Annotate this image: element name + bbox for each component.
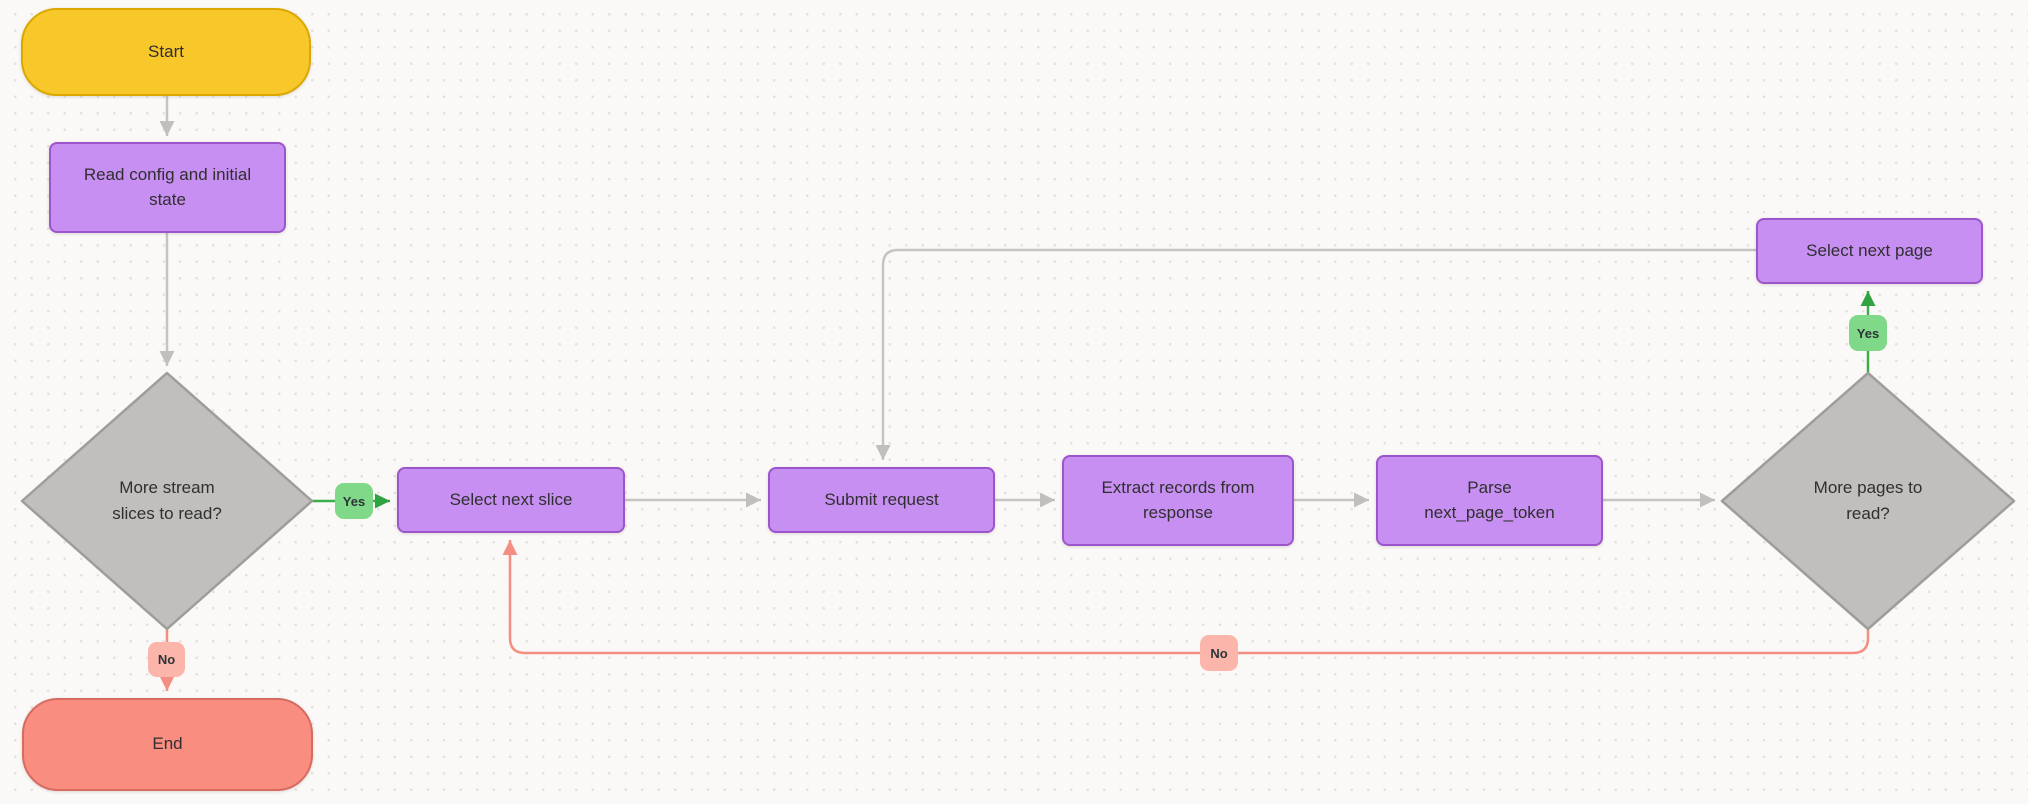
node-select-next-slice[interactable]: Select next slice [397,467,625,533]
edge-more-pages-no-to-select-next-slice[interactable] [502,540,1870,655]
label-line: slices to read? [112,504,222,523]
node-label: Select next slice [449,489,573,509]
edge-label-no-slices[interactable]: No [148,642,185,677]
edge-label-yes-pages[interactable]: Yes [1849,315,1887,351]
label-line: Parse [1467,477,1512,497]
edge-label-yes-slices[interactable]: Yes [335,483,373,519]
label-line: More stream [119,478,215,497]
edge-label-no-pages[interactable]: No [1200,635,1238,671]
node-read-config[interactable]: Read config and initial state [49,142,286,233]
node-label: Select next page [1806,240,1933,260]
edge-select-next-page-to-submit-request[interactable] [875,248,1756,460]
node-label: End [152,734,183,754]
node-select-next-page[interactable]: Select next page [1756,218,1983,284]
label-line: response [1143,502,1213,522]
node-submit-request[interactable]: Submit request [768,467,995,533]
node-label: Submit request [824,489,939,509]
node-parse-next-page-token[interactable]: Parse next_page_token [1376,455,1603,546]
node-label: Start [148,41,184,61]
decision-more-pages-label: More pages to read? [1738,475,1998,527]
label-line: state [149,189,186,209]
node-extract-records[interactable]: Extract records from response [1062,455,1294,546]
node-label: Parse next_page_token [1424,476,1554,525]
node-label: Extract records from response [1101,476,1254,525]
node-end[interactable]: End [22,698,313,791]
node-start[interactable]: Start [21,8,311,96]
label-line: read? [1846,504,1890,523]
label-line: Read config and initial [83,164,252,184]
decision-more-pages-shape[interactable] [1720,371,2016,631]
label-line: next_page_token [1424,502,1555,522]
decision-more-slices-label: More stream slices to read? [37,475,297,527]
label-line: Extract records from [1101,477,1255,497]
label-line: More pages to [1813,478,1923,497]
node-label: Read config and initial state [84,163,251,212]
decision-more-slices-shape[interactable] [20,371,314,631]
